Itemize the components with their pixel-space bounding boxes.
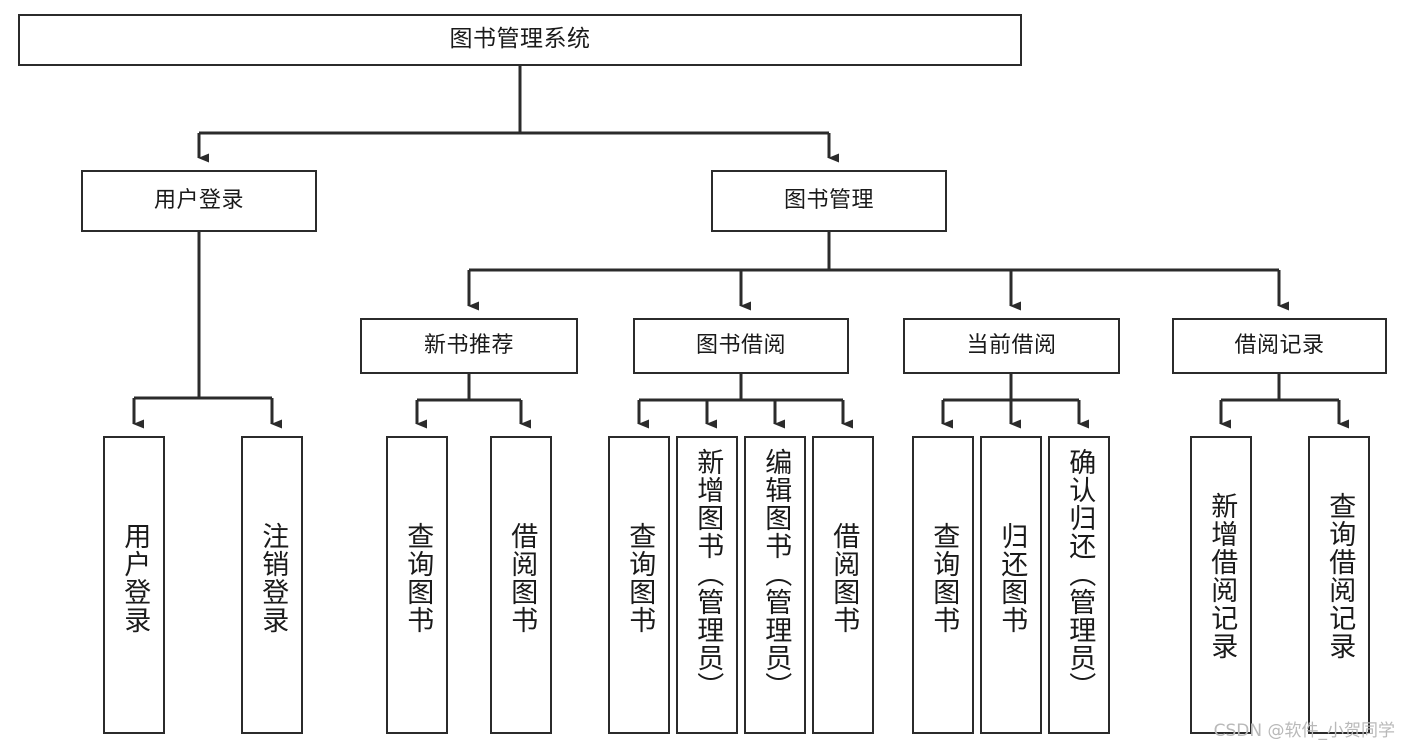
node-book-borrow[interactable]: 图书借阅 — [633, 318, 849, 374]
leaf-query-borrow-record[interactable]: 查询借阅记录 — [1308, 436, 1370, 734]
node-label: 查询借阅记录 — [1324, 492, 1356, 660]
node-current-borrow[interactable]: 当前借阅 — [903, 318, 1120, 374]
node-root-system[interactable]: 图书管理系统 — [18, 14, 1022, 66]
node-label: 借阅图书 — [828, 522, 860, 634]
node-label: 新增图书（管理员） — [692, 448, 724, 700]
node-label: 图书管理 — [783, 188, 874, 214]
node-book-management[interactable]: 图书管理 — [711, 170, 947, 232]
node-user-login[interactable]: 用户登录 — [81, 170, 317, 232]
node-new-book-recommend[interactable]: 新书推荐 — [360, 318, 578, 374]
node-label: 图书管理系统 — [449, 26, 591, 53]
node-label: 图书借阅 — [695, 333, 786, 359]
node-label: 查询图书 — [624, 522, 656, 634]
node-label: 借阅图书 — [506, 522, 538, 634]
leaf-return-book[interactable]: 归还图书 — [980, 436, 1042, 734]
leaf-confirm-return-admin[interactable]: 确认归还（管理员） — [1048, 436, 1110, 734]
node-label: 用户登录 — [153, 188, 244, 214]
leaf-borrow-book[interactable]: 借阅图书 — [812, 436, 874, 734]
node-label: 确认归还（管理员） — [1064, 448, 1096, 700]
node-label: 用户登录 — [119, 522, 151, 634]
node-label: 查询图书 — [402, 522, 434, 634]
leaf-query-book-current[interactable]: 查询图书 — [912, 436, 974, 734]
node-label: 借阅记录 — [1234, 333, 1325, 359]
leaf-query-book-recommend[interactable]: 查询图书 — [386, 436, 448, 734]
node-label: 当前借阅 — [966, 333, 1057, 359]
node-label: 注销登录 — [257, 522, 289, 634]
leaf-add-borrow-record[interactable]: 新增借阅记录 — [1190, 436, 1252, 734]
leaf-query-book-borrow[interactable]: 查询图书 — [608, 436, 670, 734]
node-label: 查询图书 — [928, 522, 960, 634]
node-borrow-record[interactable]: 借阅记录 — [1172, 318, 1387, 374]
leaf-add-book-admin[interactable]: 新增图书（管理员） — [676, 436, 738, 734]
leaf-borrow-book-recommend[interactable]: 借阅图书 — [490, 436, 552, 734]
leaf-logout[interactable]: 注销登录 — [241, 436, 303, 734]
node-label: 新增借阅记录 — [1206, 492, 1238, 660]
leaf-edit-book-admin[interactable]: 编辑图书（管理员） — [744, 436, 806, 734]
leaf-user-login[interactable]: 用户登录 — [103, 436, 165, 734]
node-label: 归还图书 — [996, 522, 1028, 634]
node-label: 新书推荐 — [423, 333, 514, 359]
node-label: 编辑图书（管理员） — [760, 448, 792, 700]
